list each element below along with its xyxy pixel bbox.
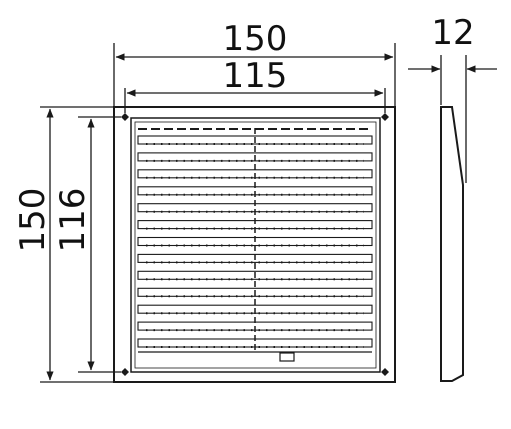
screw-hole-top-left bbox=[121, 113, 129, 121]
side-profile bbox=[440, 106, 464, 382]
louver-slat bbox=[137, 287, 373, 297]
label-inner-height: 116 bbox=[53, 188, 93, 253]
label-overall-width: 150 bbox=[223, 19, 288, 59]
label-overall-height: 150 bbox=[13, 188, 53, 253]
inner-opening-edge bbox=[134, 121, 377, 369]
drain-slot bbox=[279, 352, 295, 362]
screw-hole-bottom-left bbox=[121, 368, 129, 376]
label-depth: 12 bbox=[431, 13, 474, 53]
louver-slat bbox=[137, 270, 373, 280]
screw-hole-top-right bbox=[381, 113, 389, 121]
louver-slats bbox=[137, 128, 373, 350]
dimensions bbox=[40, 43, 497, 383]
screw-hole-bottom-right bbox=[381, 368, 389, 376]
front-view bbox=[113, 106, 396, 383]
label-inner-width: 115 bbox=[223, 56, 288, 96]
side-view bbox=[440, 106, 464, 382]
louver-slat bbox=[137, 135, 373, 145]
inner-opening bbox=[130, 117, 381, 373]
outer-frame bbox=[113, 106, 396, 383]
